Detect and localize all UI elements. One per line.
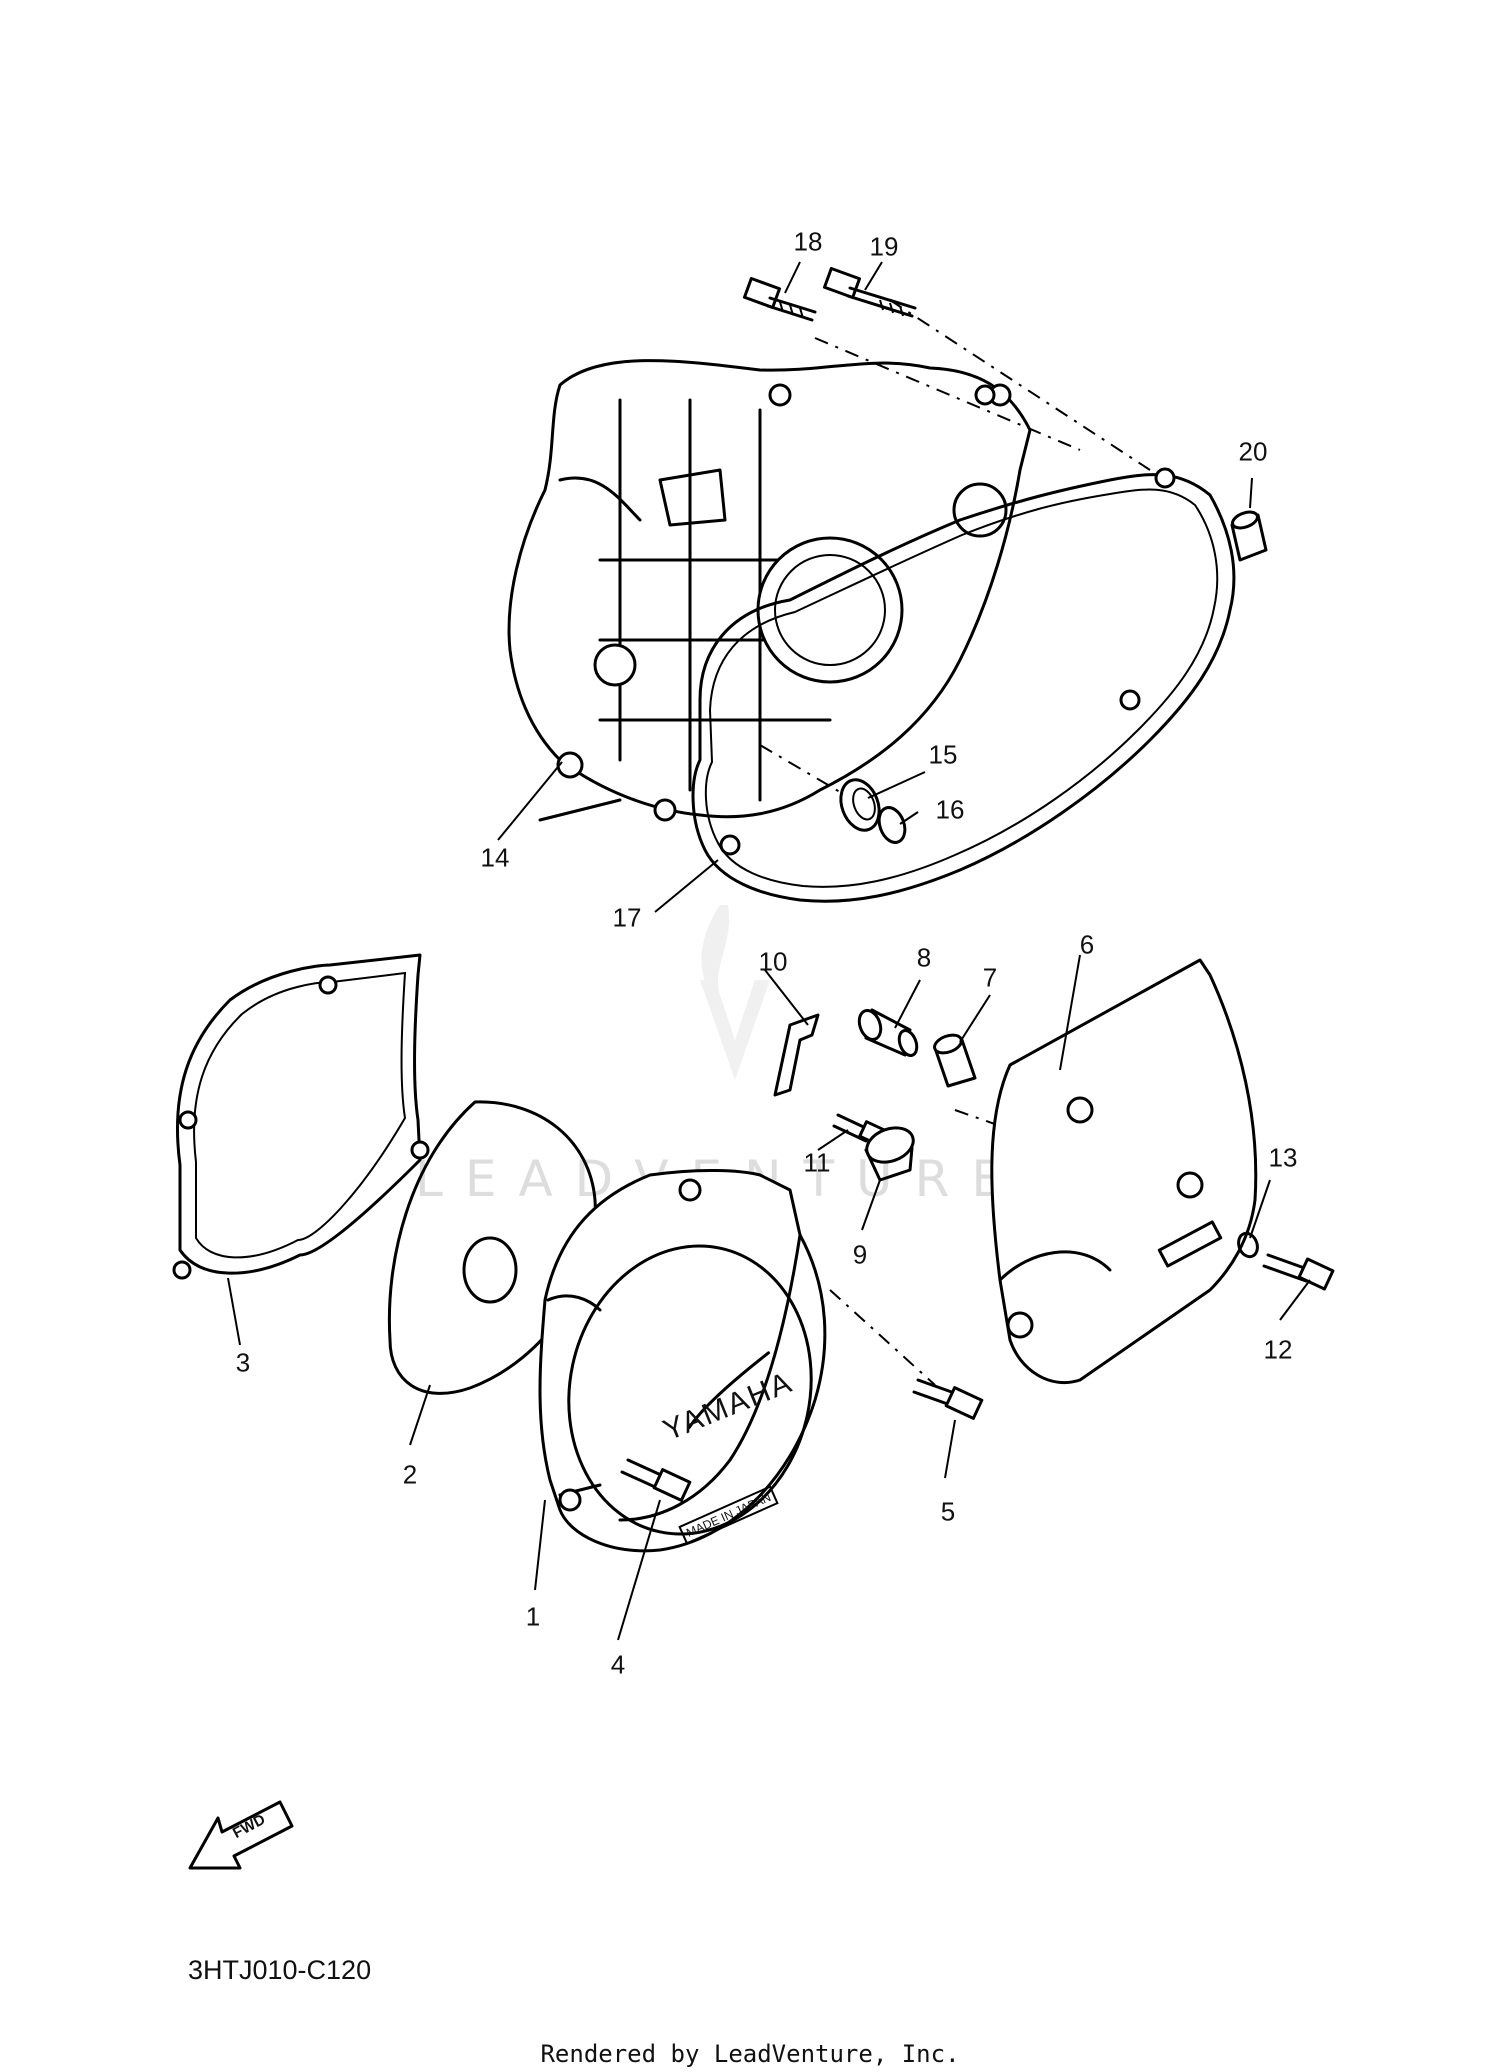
bolt-12 — [1262, 1253, 1335, 1291]
diagram-code: 3HTJ010-C120 — [188, 1955, 372, 1985]
callout-7: 7 — [982, 962, 998, 993]
washer-13 — [1237, 1231, 1259, 1259]
oil-seal-15 — [839, 778, 881, 832]
chain-cover-6 — [990, 958, 1258, 1385]
callout-6: 6 — [1079, 929, 1095, 960]
collar-8 — [857, 1008, 919, 1058]
callout-4: 4 — [610, 1649, 626, 1680]
callout-16: 16 — [935, 794, 965, 825]
callout-15: 15 — [928, 739, 958, 770]
callout-10: 10 — [758, 946, 788, 977]
callout-18: 18 — [793, 226, 823, 257]
bracket-10 — [773, 1013, 820, 1097]
crankcase-cover-1 — [538, 1168, 827, 1553]
callout-14: 14 — [480, 842, 510, 873]
callout-leaders — [227, 261, 1311, 1641]
gasket — [691, 384, 1236, 903]
collar-9 — [864, 1126, 915, 1182]
callout-13: 13 — [1268, 1142, 1298, 1173]
callout-11: 11 — [803, 1147, 831, 1178]
callout-12: 12 — [1263, 1334, 1293, 1365]
callout-19: 19 — [869, 231, 899, 262]
callout-9: 9 — [852, 1239, 868, 1270]
callout-3: 3 — [235, 1347, 251, 1378]
callout-8: 8 — [916, 942, 932, 973]
watermark-logo — [700, 905, 770, 1080]
callout-1: 1 — [525, 1601, 541, 1632]
plate-2 — [387, 1100, 597, 1395]
dowel-20 — [1230, 510, 1268, 562]
callout-17: 17 — [612, 902, 642, 933]
callout-5: 5 — [940, 1496, 956, 1527]
callout-20: 20 — [1238, 436, 1268, 467]
fwd-arrow-icon — [188, 1800, 294, 1870]
callout-2: 2 — [402, 1459, 418, 1490]
bolt-18 — [742, 276, 817, 322]
bolt-4 — [620, 1458, 692, 1502]
bolt-19 — [822, 266, 917, 318]
collar-7 — [933, 1033, 977, 1088]
footer-credit: Rendered by LeadVenture, Inc. — [540, 2040, 960, 2068]
bolt-5 — [912, 1378, 984, 1420]
crankcase-cover — [507, 359, 1032, 822]
stator-gasket-3 — [172, 953, 430, 1280]
